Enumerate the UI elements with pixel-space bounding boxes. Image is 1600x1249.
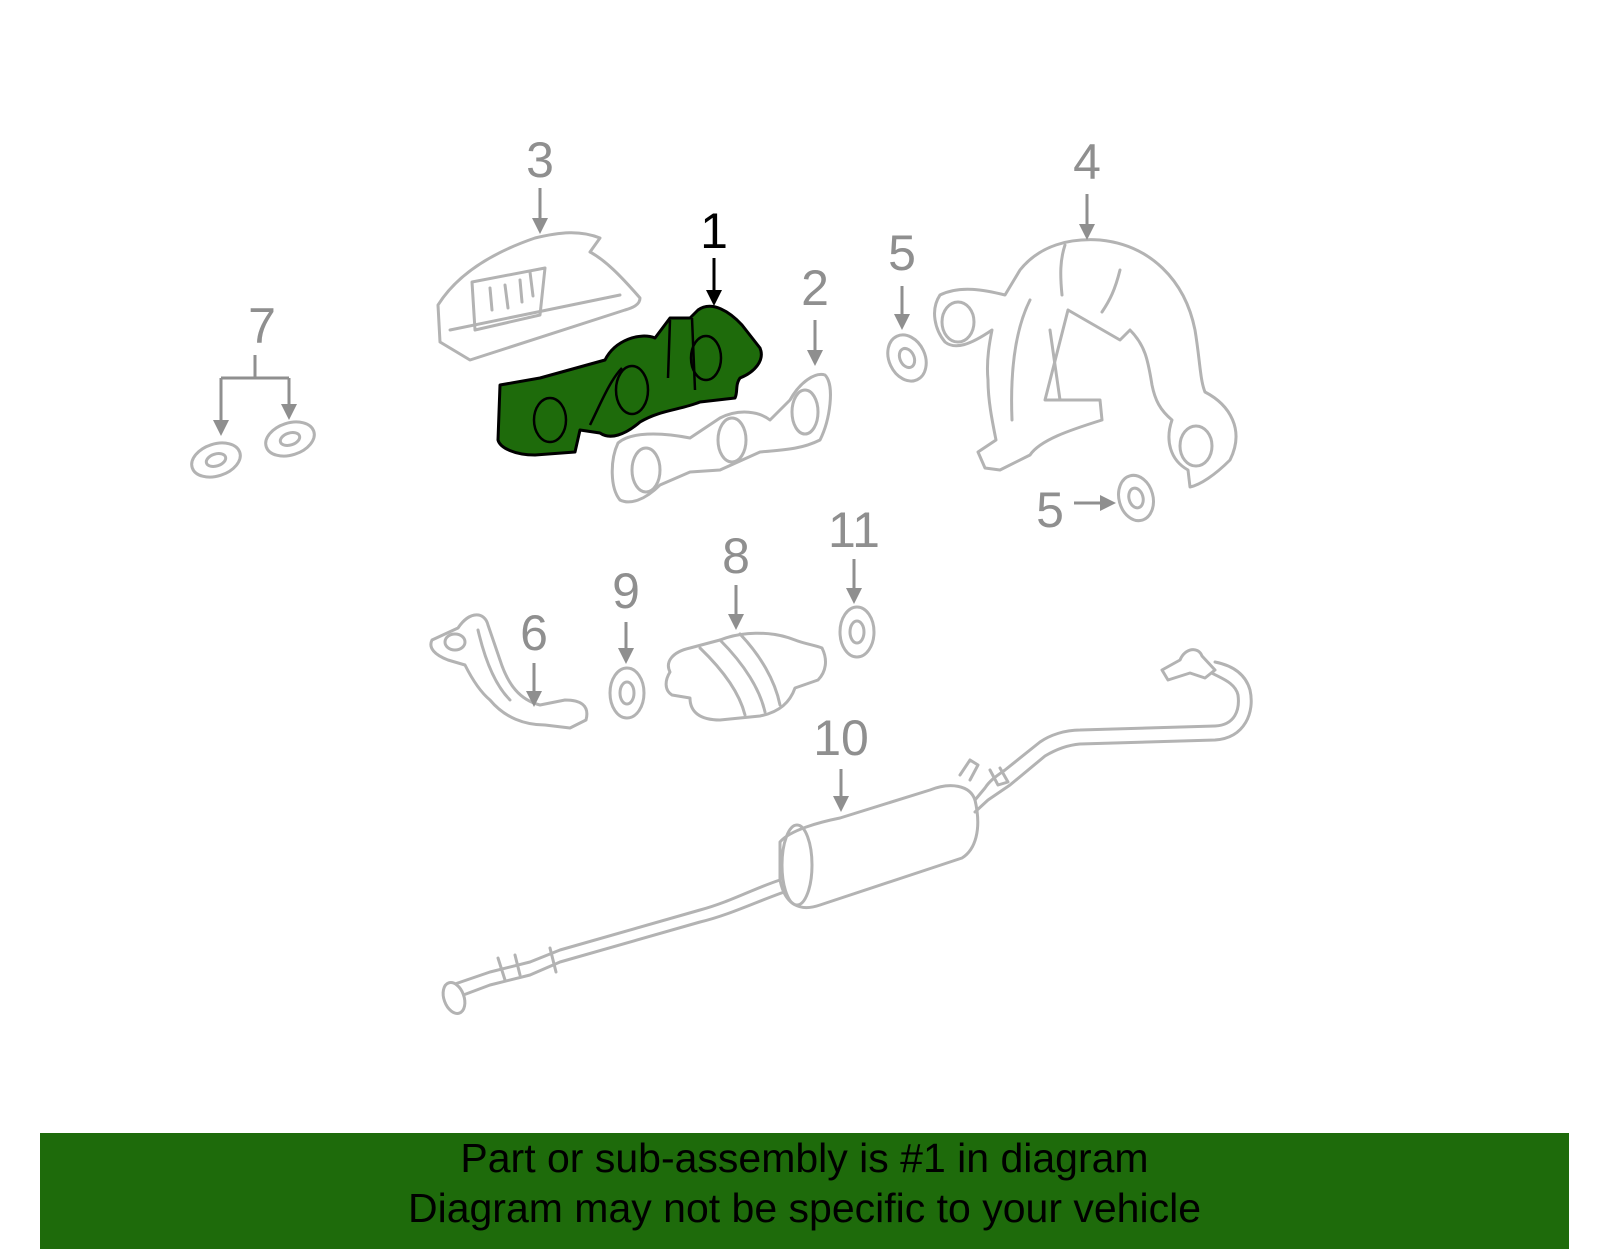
leader-arrow-5-upper xyxy=(894,286,910,330)
callout-10[interactable]: 10 xyxy=(813,710,869,766)
part-10-tailpipe-muffler[interactable] xyxy=(439,648,1253,1017)
leader-arrow-1 xyxy=(706,258,722,306)
banner-line-2: Diagram may not be specific to your vehi… xyxy=(407,1185,1201,1231)
info-banner: Part or sub-assembly is #1 in diagram Di… xyxy=(40,1133,1569,1249)
leader-arrow-11 xyxy=(846,559,862,604)
callout-5-lower[interactable]: 5 xyxy=(1036,482,1064,538)
callout-5-upper[interactable]: 5 xyxy=(888,225,916,281)
callout-8[interactable]: 8 xyxy=(722,528,750,584)
part-2-gasket[interactable] xyxy=(610,372,832,504)
leader-arrow-8 xyxy=(728,585,744,630)
banner-line-1: Part or sub-assembly is #1 in diagram xyxy=(460,1135,1149,1181)
part-3-heat-shield[interactable] xyxy=(436,231,642,362)
leader-arrow-2 xyxy=(807,320,823,366)
part-9-gasket[interactable] xyxy=(608,666,646,720)
part-5-gasket-upper[interactable] xyxy=(881,329,934,388)
part-4-y-pipe[interactable] xyxy=(933,238,1238,489)
callout-6[interactable]: 6 xyxy=(520,605,548,661)
leader-arrow-4 xyxy=(1079,194,1095,240)
leader-arrow-7 xyxy=(213,355,297,436)
callout-1[interactable]: 1 xyxy=(700,203,728,259)
callout-3[interactable]: 3 xyxy=(526,132,554,188)
leader-arrow-3 xyxy=(532,188,548,234)
part-11-gasket[interactable] xyxy=(838,605,876,659)
callout-11[interactable]: 11 xyxy=(828,502,880,558)
part-1-exhaust-manifold[interactable] xyxy=(496,304,763,457)
leader-arrow-10 xyxy=(833,769,849,812)
part-5-gasket-lower[interactable] xyxy=(1114,471,1159,524)
leader-arrow-9 xyxy=(618,622,634,664)
callout-4[interactable]: 4 xyxy=(1073,134,1101,190)
callout-2[interactable]: 2 xyxy=(801,260,829,316)
leader-arrow-5-lower xyxy=(1074,495,1116,511)
leader-arrow-6 xyxy=(526,663,542,707)
part-6-front-pipe[interactable] xyxy=(429,613,589,730)
part-8-catalytic-converter[interactable] xyxy=(664,631,827,722)
callout-7[interactable]: 7 xyxy=(248,298,276,354)
callout-9[interactable]: 9 xyxy=(612,563,640,619)
part-7-washers[interactable] xyxy=(187,416,318,483)
